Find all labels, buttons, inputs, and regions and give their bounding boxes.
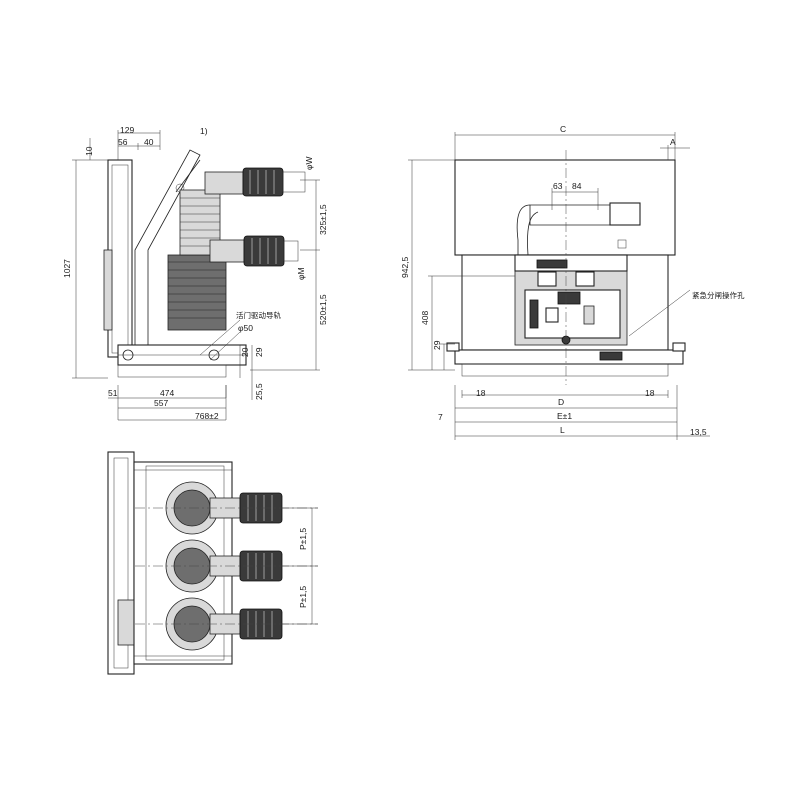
dim-408: 408 bbox=[420, 311, 430, 325]
dim-25-5: 25,5 bbox=[254, 383, 264, 400]
side-upper-arm bbox=[204, 171, 244, 195]
dim-63: 63 bbox=[553, 181, 563, 191]
dim-L: L bbox=[560, 425, 565, 435]
dim-13-5: 13,5 bbox=[690, 427, 707, 437]
dim-A: A bbox=[670, 137, 676, 147]
dim-520: 520±1,5 bbox=[318, 294, 328, 325]
front-lever bbox=[609, 202, 641, 226]
side-pole-housing bbox=[167, 254, 227, 331]
dim-84: 84 bbox=[572, 181, 582, 191]
dim-474: 474 bbox=[160, 388, 174, 398]
dim-40: 40 bbox=[144, 137, 154, 147]
front-view: C A 63 84 942,5 408 29 紧急分闸操作孔 18 18 D 7… bbox=[400, 124, 745, 440]
front-truck bbox=[454, 349, 684, 365]
dim-C: C bbox=[560, 124, 566, 134]
side-lower-arm bbox=[209, 239, 245, 263]
front-nameplate bbox=[536, 259, 568, 269]
dim-phiM: φM bbox=[296, 267, 306, 280]
dim-D: D bbox=[558, 397, 564, 407]
dim-942-5: 942,5 bbox=[400, 256, 410, 278]
label-guide-rail: 活门驱动导轨 bbox=[236, 310, 281, 320]
dim-20: 20 bbox=[240, 347, 250, 357]
dim-768: 768±2 bbox=[195, 411, 219, 421]
dim-557: 557 bbox=[154, 398, 168, 408]
dim-phiW: φW bbox=[304, 156, 314, 170]
side-view: 129 56 40 10 1027 1) φW 325±1,5 φM 520±1… bbox=[62, 125, 328, 421]
dim-10: 10 bbox=[84, 146, 94, 156]
dim-E: E±1 bbox=[557, 411, 572, 421]
dim-51: 51 bbox=[108, 388, 118, 398]
dim-P-1: P±1,5 bbox=[298, 528, 308, 550]
dim-1027: 1027 bbox=[62, 259, 72, 278]
side-upper-contact bbox=[242, 167, 284, 197]
top-view: P±1,5 P±1,5 bbox=[107, 451, 318, 675]
dim-P-2: P±1,5 bbox=[298, 586, 308, 608]
label-emergency-hole: 紧急分闸操作孔 bbox=[692, 290, 745, 300]
side-lower-contact bbox=[243, 235, 285, 267]
top-pole-2 bbox=[165, 539, 283, 593]
dim-18-right: 18 bbox=[645, 388, 655, 398]
dim-29-front: 29 bbox=[432, 340, 442, 350]
side-handle bbox=[103, 249, 113, 331]
dim-18-left: 18 bbox=[476, 388, 486, 398]
dim-29-side: 29 bbox=[254, 347, 264, 357]
dim-325: 325±1,5 bbox=[318, 204, 328, 235]
front-upper-panel bbox=[454, 159, 676, 256]
note-1: 1) bbox=[200, 126, 208, 136]
dim-129: 129 bbox=[120, 125, 134, 135]
dim-56: 56 bbox=[118, 137, 128, 147]
dim-7: 7 bbox=[438, 412, 443, 422]
front-indicator bbox=[557, 291, 581, 305]
dim-phi50: φ50 bbox=[238, 323, 253, 333]
